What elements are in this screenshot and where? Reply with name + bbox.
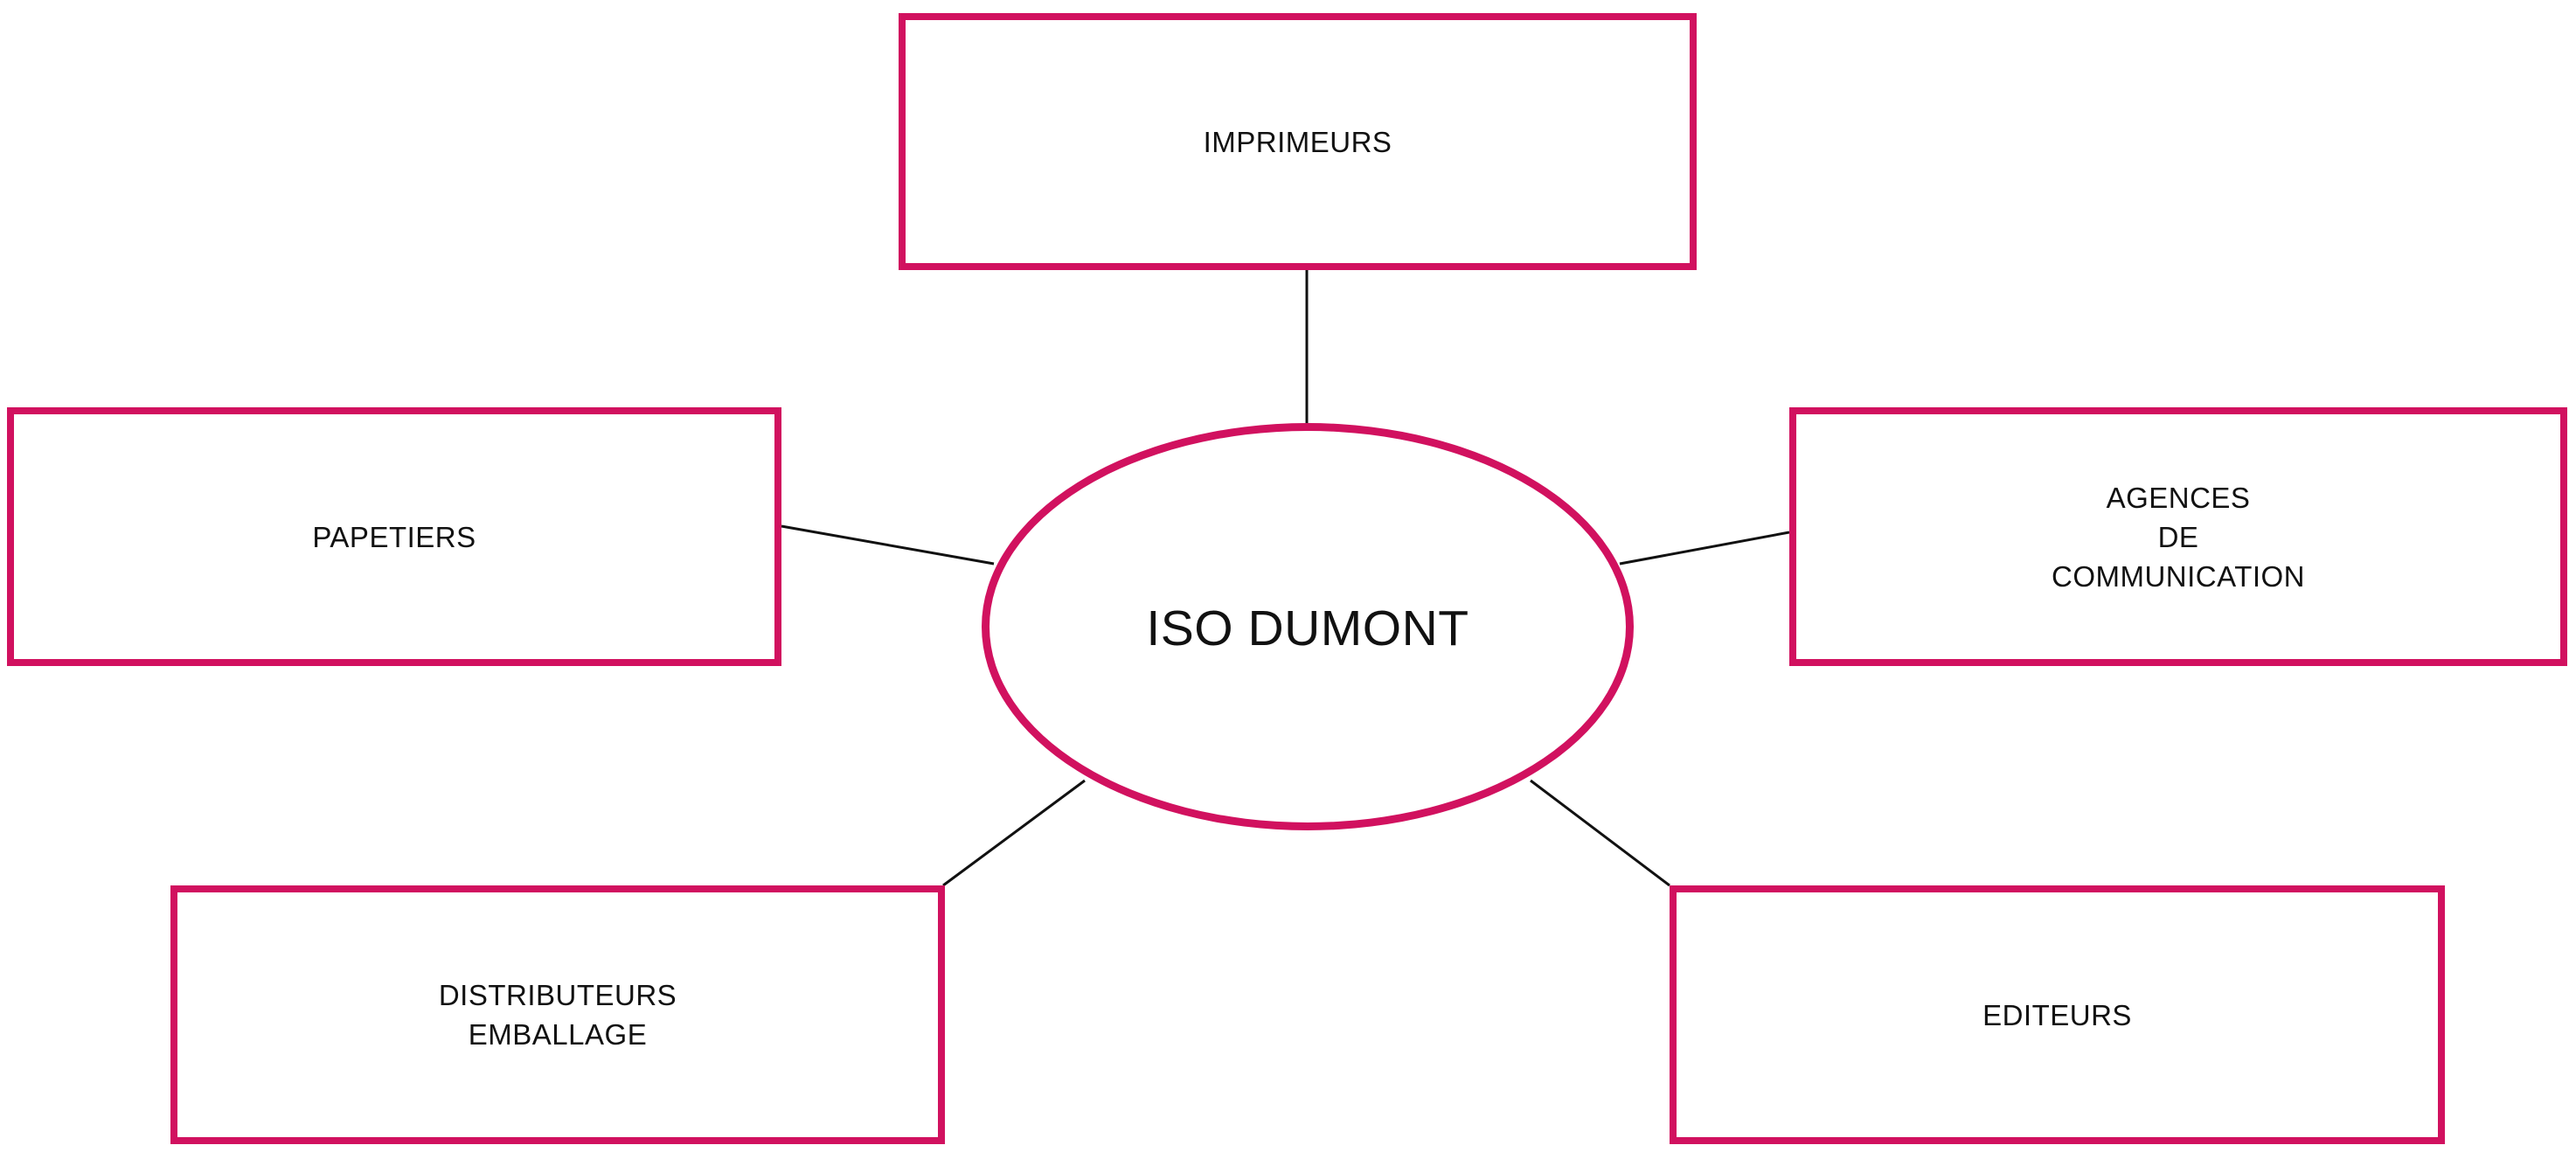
connector-papetiers [781,524,995,566]
node-distributeurs-label: DISTRIBUTEURS EMBALLAGE [438,979,677,1051]
node-editeurs: EDITEURS [1670,885,2445,1144]
connector-agences [1619,531,1790,566]
connector-distributeurs [942,779,1086,887]
node-papetiers-label: PAPETIERS [312,520,476,553]
node-imprimeurs: IMPRIMEURS [899,13,1697,270]
center-node-iso-dumont: ISO DUMONT [982,423,1634,830]
node-distributeurs-emballage: DISTRIBUTEURS EMBALLAGE [170,885,945,1144]
node-papetiers: PAPETIERS [7,407,781,666]
node-agences-de-communication: AGENCES DE COMMUNICATION [1789,407,2567,666]
connector-editeurs [1530,779,1670,887]
node-agences-label: AGENCES DE COMMUNICATION [2051,481,2306,593]
center-node-label: ISO DUMONT [1146,600,1469,656]
node-imprimeurs-label: IMPRIMEURS [1203,125,1392,158]
node-editeurs-label: EDITEURS [1982,998,2132,1031]
